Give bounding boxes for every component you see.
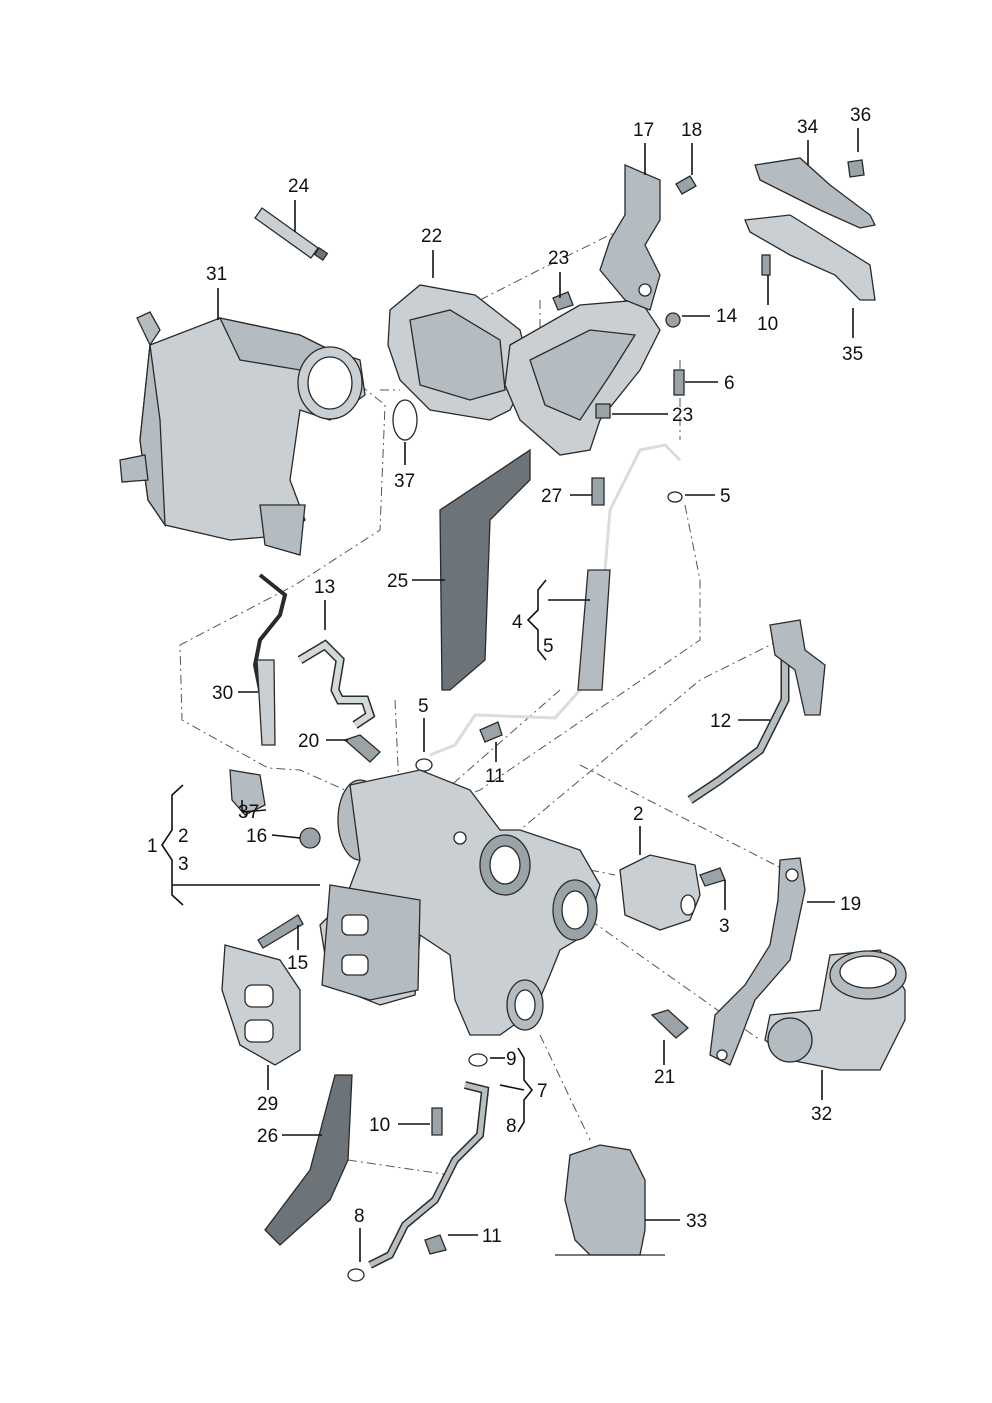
callout-30: 30 xyxy=(212,683,233,704)
part-37-o-ring xyxy=(392,399,418,441)
callout-11-upper: 11 xyxy=(485,766,505,787)
callout-5-right: 5 xyxy=(720,486,731,507)
part-1-turbocharger xyxy=(319,769,601,1036)
callout-2-bracket: 2 xyxy=(178,826,189,847)
part-8-seal xyxy=(347,1268,365,1282)
callout-14: 14 xyxy=(716,306,738,327)
callout-12: 12 xyxy=(710,711,731,732)
part-27-bolt xyxy=(591,477,605,506)
callout-13: 13 xyxy=(314,577,335,598)
part-34-35-mounting-brackets xyxy=(744,157,876,301)
callout-10-upper: 10 xyxy=(757,314,778,335)
callout-5-bracket: 5 xyxy=(543,636,554,657)
callout-25: 25 xyxy=(387,571,408,592)
callout-1: 1 xyxy=(147,836,158,857)
callout-3-bracket: 3 xyxy=(178,854,189,875)
part-29-gasket xyxy=(221,944,301,1066)
part-24-paste-tube xyxy=(254,207,329,262)
callout-19: 19 xyxy=(840,894,861,915)
callout-32: 32 xyxy=(811,1104,832,1125)
part-18-bolt xyxy=(675,175,697,195)
callout-17: 17 xyxy=(633,120,654,141)
part-6-stud xyxy=(673,369,685,396)
leader-lines xyxy=(161,128,859,1262)
part-16-nut xyxy=(299,827,321,849)
part-22-heat-shield xyxy=(387,284,661,456)
callout-2-actuator: 2 xyxy=(633,804,644,825)
part-10-bolt-upper xyxy=(761,254,771,276)
part-12-coolant-hose xyxy=(687,619,826,804)
fasteners-middle xyxy=(257,721,503,949)
callout-15: 15 xyxy=(287,953,308,974)
part-20-bolt xyxy=(343,734,381,763)
callout-10-lower: 10 xyxy=(369,1115,390,1136)
callout-20: 20 xyxy=(298,731,319,752)
callout-5-lower: 5 xyxy=(418,696,429,717)
part-23-bolt-lower xyxy=(595,403,611,419)
part-4-oil-supply-line xyxy=(429,443,682,757)
part-13-hose xyxy=(297,639,376,729)
callout-18: 18 xyxy=(681,120,702,141)
part-5-seal-ring xyxy=(667,491,683,503)
part-21-bolt xyxy=(650,1009,689,1039)
callout-6: 6 xyxy=(724,373,735,394)
callout-23-upper: 23 xyxy=(548,248,569,269)
callout-labels: 24 31 22 23 17 18 34 36 10 35 14 6 23 37… xyxy=(147,105,871,1247)
callout-37-upper: 37 xyxy=(394,471,415,492)
part-30-lambda-probe xyxy=(252,573,288,746)
part-14-nut xyxy=(665,312,681,328)
callout-11-lower: 11 xyxy=(482,1226,502,1247)
callout-37-lower: 37 xyxy=(238,802,259,823)
callout-36: 36 xyxy=(850,105,871,126)
part-32-elbow-pipe xyxy=(764,949,907,1071)
callout-16: 16 xyxy=(246,826,267,847)
callout-29: 29 xyxy=(257,1094,278,1115)
callout-24: 24 xyxy=(288,176,310,197)
part-11-bolt-lower xyxy=(424,1234,447,1255)
callout-33: 33 xyxy=(686,1211,707,1232)
callout-26: 26 xyxy=(257,1126,278,1147)
part-15-stud xyxy=(257,914,304,949)
part-9-seal xyxy=(468,1053,488,1067)
part-36-nut xyxy=(847,159,865,178)
part-7-oil-return-line xyxy=(347,1053,490,1282)
part-2-actuator xyxy=(619,854,726,931)
part-3-bolt xyxy=(699,867,726,887)
callout-8-lower: 8 xyxy=(354,1206,365,1227)
part-10-bolt-lower xyxy=(431,1107,443,1136)
part-23-bolt-upper xyxy=(552,291,574,311)
callout-4: 4 xyxy=(512,612,523,633)
callout-3-actuator: 3 xyxy=(719,916,730,937)
callout-23-lower: 23 xyxy=(672,405,693,426)
part-17-bracket xyxy=(599,164,661,311)
part-37-pressure-unit xyxy=(229,769,266,816)
part-11-bolt-upper xyxy=(479,721,503,743)
callout-8-bracket: 8 xyxy=(506,1116,517,1137)
part-5-seal-ring-lower xyxy=(415,758,433,772)
callout-27: 27 xyxy=(541,486,562,507)
callout-22: 22 xyxy=(421,226,442,247)
callout-9: 9 xyxy=(506,1049,517,1070)
callout-21: 21 xyxy=(654,1067,675,1088)
part-31-catalytic-converter xyxy=(119,311,366,556)
callout-31: 31 xyxy=(206,264,227,285)
fasteners xyxy=(552,175,697,506)
callout-35: 35 xyxy=(842,344,863,365)
callout-7: 7 xyxy=(537,1081,548,1102)
part-25-gasket-strip xyxy=(439,448,531,691)
part-26-gasket-strip xyxy=(264,1074,353,1246)
callout-34: 34 xyxy=(797,117,819,138)
part-33-sleeve xyxy=(555,1144,665,1256)
part-19-support-bracket xyxy=(709,857,806,1066)
